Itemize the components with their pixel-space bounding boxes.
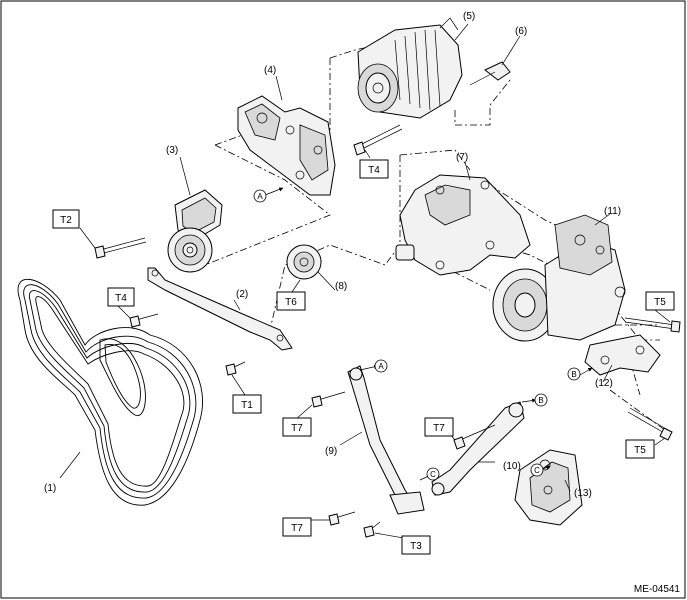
harness-clip: [469, 61, 511, 86]
alternator: [357, 17, 463, 119]
part-label-9: (9): [325, 446, 337, 457]
part-label-13: (13): [574, 488, 592, 499]
idler-bracket-bar: [147, 267, 293, 351]
torque-label-t2: T2: [60, 215, 72, 226]
bolts: [94, 124, 681, 538]
torque-box-t4-top: T4: [359, 159, 389, 179]
torque-label-t5-lower: T5: [634, 445, 646, 456]
compressor-support-bracket: [584, 334, 661, 376]
torque-label-t7-b: T7: [433, 423, 445, 434]
torque-box-t7-a: T7: [282, 417, 312, 437]
part-label-1: (1): [44, 483, 56, 494]
connector-a-bracket: A: [253, 189, 267, 203]
mount-bracket: [514, 449, 583, 526]
part-label-3: (3): [166, 145, 178, 156]
torque-box-t1: T1: [232, 394, 262, 414]
connector-b-bracket: B: [567, 367, 581, 381]
connector-a-stay: A: [374, 359, 388, 373]
part-label-5: (5): [463, 11, 475, 22]
torque-label-t4-top: T4: [368, 165, 380, 176]
connector-b-stay-label: B: [538, 396, 543, 405]
part-label-11: (11): [604, 206, 621, 217]
torque-box-t5-lower: T5: [625, 439, 655, 459]
torque-label-t3: T3: [410, 541, 422, 552]
compressor-bracket: [395, 174, 531, 276]
torque-box-t5-upper: T5: [645, 291, 675, 311]
leader-lines: [59, 23, 671, 541]
connector-c-stay-label: C: [430, 470, 436, 479]
part-label-7: (7): [456, 152, 468, 163]
torque-label-t7-a: T7: [291, 423, 303, 434]
connector-a-bracket-label: A: [257, 192, 263, 201]
drive-belt: [17, 278, 203, 506]
part-label-12: (12): [595, 378, 613, 389]
connector-b-bracket-label: B: [571, 370, 576, 379]
part-label-4: (4): [264, 65, 276, 76]
part-label-10: (10): [503, 461, 521, 472]
torque-label-t6: T6: [285, 297, 297, 308]
idler-pulley: [286, 244, 322, 280]
torque-label-t7-c: T7: [291, 523, 303, 534]
torque-label-t5-upper: T5: [654, 297, 666, 308]
connector-c-bracket: C: [530, 463, 544, 477]
connector-b-stay: B: [534, 393, 548, 407]
belt-tensioner: [167, 189, 223, 273]
torque-box-t7-c: T7: [282, 517, 312, 537]
part-label-8: (8): [335, 281, 347, 292]
torque-box-t4-left: T4: [107, 287, 135, 307]
connector-c-bracket-label: C: [534, 466, 540, 475]
torque-label-t1: T1: [241, 400, 253, 411]
torque-box-t6: T6: [276, 291, 306, 311]
part-label-6: (6): [515, 26, 527, 37]
torque-box-t7-b: T7: [424, 417, 454, 437]
ac-compressor: [492, 214, 626, 342]
torque-box-t2: T2: [52, 209, 80, 229]
alternator-bracket: [237, 95, 336, 196]
connector-c-stay: C: [426, 467, 440, 481]
part-label-2: (2): [236, 289, 248, 300]
stay-link-a: [347, 365, 425, 515]
torque-box-t3: T3: [401, 535, 431, 555]
diagram-code: ME-04541: [634, 584, 681, 595]
stay-link-b: [431, 401, 525, 496]
torque-label-t4-left: T4: [115, 293, 127, 304]
connector-a-stay-label: A: [378, 362, 384, 371]
